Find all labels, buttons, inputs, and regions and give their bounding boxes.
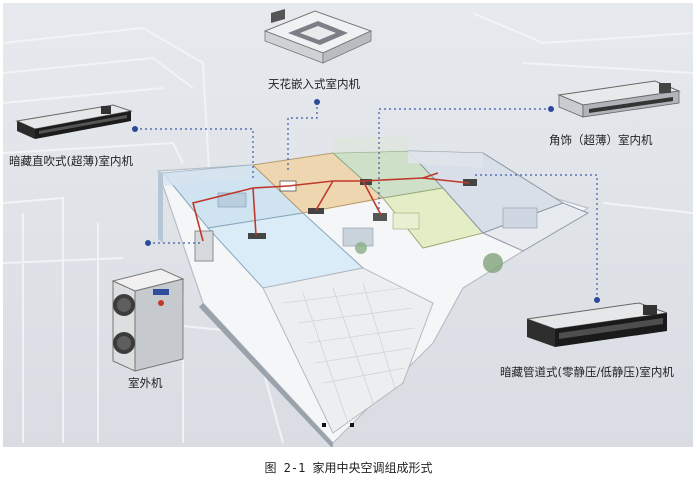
ceiling-cassette-unit-picture bbox=[263, 9, 373, 64]
label-ceiling-cassette: 天花嵌入式室内机 bbox=[268, 77, 360, 91]
concealed-duct-pressure-unit-picture bbox=[526, 302, 668, 347]
corner-thin-unit-picture bbox=[557, 80, 681, 118]
label-corner-thin: 角饰（超薄）室内机 bbox=[549, 133, 653, 147]
background-building-sketch bbox=[3, 12, 693, 444]
figure-caption: 图 2-1 家用中央空调组成形式 bbox=[264, 461, 433, 475]
label-concealed-duct-thin: 暗藏直吹式(超薄)室内机 bbox=[9, 154, 133, 168]
diagram-figure: 天花嵌入式室内机 暗藏直吹式(超薄)室内机 角饰（超薄）室内机 暗藏管道式(零静… bbox=[3, 3, 693, 447]
label-outdoor-unit: 室外机 bbox=[128, 376, 163, 390]
house-model bbox=[157, 136, 590, 447]
leader-dots bbox=[132, 99, 600, 303]
leader-lines bbox=[135, 102, 598, 300]
concealed-duct-thin-unit-picture bbox=[15, 104, 133, 139]
marker-square bbox=[350, 423, 354, 427]
outdoor-unit-picture bbox=[111, 268, 185, 372]
marker-square bbox=[322, 423, 326, 427]
label-concealed-duct-pressure: 暗藏管道式(零静压/低静压)室内机 bbox=[500, 365, 674, 379]
refrigerant-pipes bbox=[192, 172, 470, 242]
